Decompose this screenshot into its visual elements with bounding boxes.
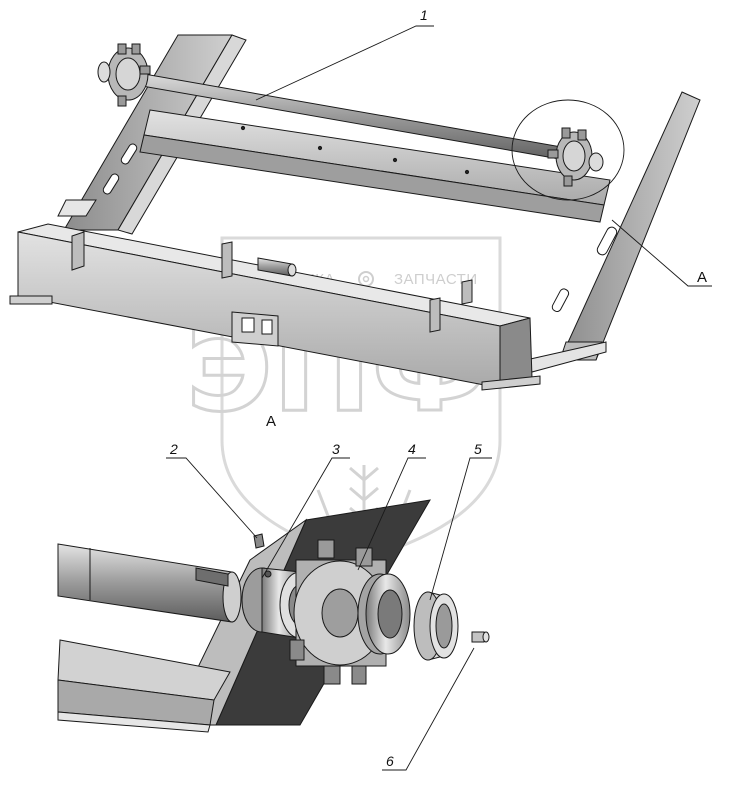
bracket-right: [429, 297, 441, 333]
callout-6: 6: [386, 753, 394, 769]
view-marker-a: A: [697, 269, 707, 286]
detail-circle-a: [511, 99, 625, 201]
right-sprocket: [547, 127, 604, 187]
left-sprocket: [97, 43, 151, 107]
frame-assembly: [9, 34, 701, 391]
detail-view: [57, 499, 490, 733]
watermark-gear-icon: [358, 271, 374, 287]
bushing-part-5: [413, 591, 459, 661]
watermark-brand-right: ЗАПЧАСТИ: [394, 271, 478, 288]
bracket-mid: [221, 241, 233, 279]
hub-ring: [357, 573, 411, 655]
callout-1: 1: [420, 7, 428, 23]
detail-view-title-a: A: [266, 413, 276, 430]
detail-shaft: [57, 543, 233, 623]
callout-2: 2: [169, 441, 178, 457]
bracket-left: [71, 231, 85, 271]
grease-fitting-part-6: [471, 631, 490, 643]
callout-3: 3: [332, 441, 340, 457]
leaders: [166, 25, 712, 771]
callout-5: 5: [474, 441, 482, 457]
shaft-assembly-top: [97, 43, 604, 187]
callout-4: 4: [408, 441, 416, 457]
